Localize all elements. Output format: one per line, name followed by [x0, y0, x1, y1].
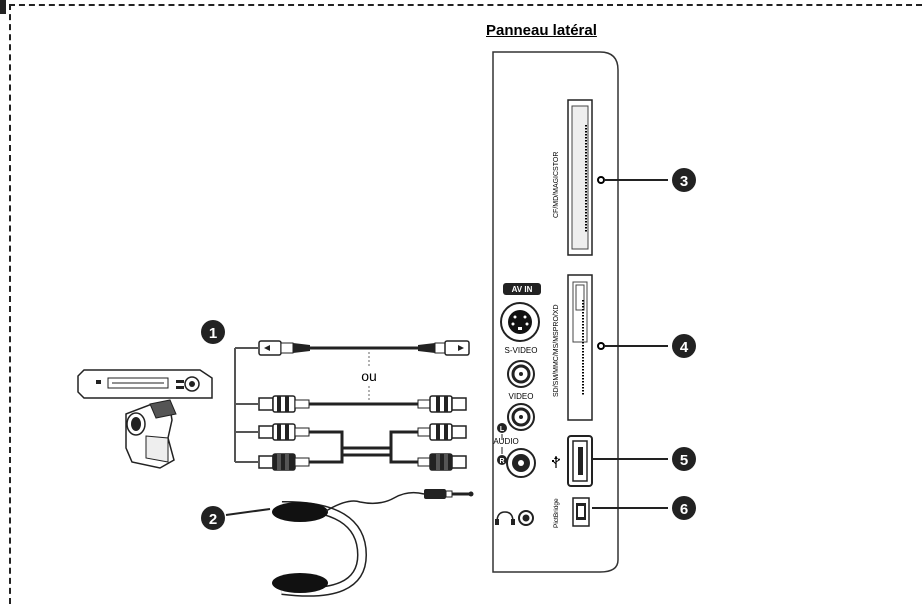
- svg-text:4: 4: [680, 339, 689, 356]
- av-in-label: AV IN: [512, 285, 533, 294]
- card-slot-2-label: SD/SM/MMC/MS/MSPRO/XD: [553, 304, 560, 397]
- ou-label: ou: [361, 368, 377, 384]
- video-jack: [507, 360, 535, 388]
- video-label: VIDEO: [509, 392, 534, 401]
- svg-text:6: 6: [680, 501, 688, 518]
- svg-text:2: 2: [209, 511, 217, 528]
- s-video-label: S-VIDEO: [505, 346, 538, 355]
- pictbridge-label: PictBridge: [553, 498, 560, 528]
- card-slot-sd: SD/SM/MMC/MS/MSPRO/XD: [553, 274, 593, 421]
- page-title: Panneau latéral: [486, 22, 597, 39]
- audio-l-cable: [258, 423, 467, 457]
- headphone-jack: [518, 510, 534, 526]
- slot-1-indicator: [597, 176, 605, 184]
- svg-text:1: 1: [209, 325, 217, 342]
- usb-icon: [552, 456, 560, 468]
- l-label: L: [500, 426, 505, 433]
- l-badge: [497, 423, 507, 433]
- video-cable: [258, 395, 467, 413]
- audio-l-jack: [507, 403, 535, 431]
- svg-text:5: 5: [680, 452, 688, 469]
- callout-4: 4: [672, 334, 696, 358]
- card-slot-1-label: CF/MD/MAGICSTOR: [553, 152, 560, 218]
- r-badge: [497, 455, 507, 465]
- audio-r-cable: [258, 446, 467, 471]
- svg-text:3: 3: [680, 173, 688, 190]
- s-video-jack: [500, 302, 540, 342]
- cable-bracket: [234, 347, 258, 463]
- corner-marker: [0, 0, 6, 14]
- vcr-icon: [77, 369, 213, 399]
- r-label: R: [499, 458, 504, 465]
- pictbridge-port: [572, 497, 590, 527]
- headphone-icon: [495, 511, 515, 525]
- slot-2-indicator: [597, 342, 605, 350]
- av-in-badge: [503, 283, 541, 295]
- callout-3: 3: [672, 168, 696, 192]
- callout-1: 1: [201, 320, 225, 344]
- camcorder-icon: [125, 399, 177, 469]
- callout-6: 6: [672, 496, 696, 520]
- audio-label: AUDIO: [493, 437, 518, 446]
- callout-5: 5: [672, 447, 696, 471]
- callout-2: 2: [201, 506, 225, 530]
- usb-port: [567, 435, 593, 487]
- card-slot-cf: CF/MD/MAGICSTOR: [553, 99, 593, 256]
- headphones-icon: [272, 489, 474, 597]
- dashed-frame: [9, 4, 922, 604]
- s-video-cable: [258, 340, 470, 356]
- audio-r-jack: [506, 448, 536, 478]
